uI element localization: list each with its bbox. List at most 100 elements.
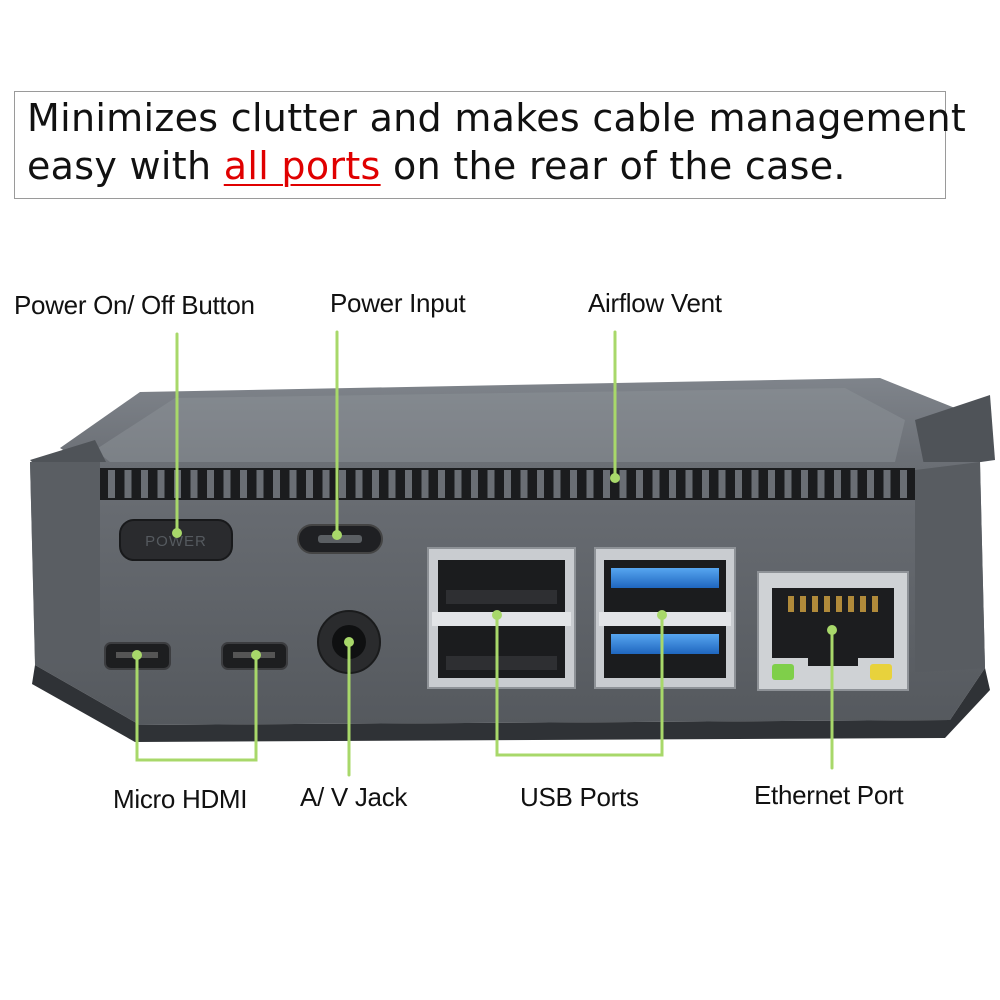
vent-fin bbox=[306, 470, 313, 498]
callout-micro-hdmi bbox=[135, 653, 258, 762]
callout-dot-power-button bbox=[172, 528, 182, 538]
vent-fin bbox=[603, 470, 610, 498]
ethernet-led-yellow bbox=[870, 664, 892, 680]
callout-dots bbox=[132, 473, 837, 660]
callout-lines bbox=[135, 330, 834, 777]
case-left-panel bbox=[30, 462, 100, 660]
vent-fin bbox=[421, 470, 429, 498]
ethernet-pin bbox=[860, 596, 866, 612]
vent-fin bbox=[256, 470, 264, 498]
vent-fin bbox=[207, 470, 214, 498]
vent-fins bbox=[108, 470, 907, 498]
headline-line-2: easy with all ports on the rear of the c… bbox=[27, 144, 846, 188]
vent-fin bbox=[487, 470, 495, 498]
vent-fin bbox=[768, 470, 775, 498]
vent-fin bbox=[454, 470, 462, 498]
callout-dot-airflow-vent bbox=[610, 473, 620, 483]
vent-fin bbox=[438, 470, 445, 498]
vent-fin bbox=[108, 470, 115, 498]
label-micro-hdmi: Micro HDMI bbox=[113, 784, 248, 814]
ethernet-pin bbox=[824, 596, 830, 612]
vent-fin bbox=[504, 470, 511, 498]
vent-fin bbox=[652, 470, 660, 498]
vent-fin bbox=[157, 470, 165, 498]
vent-fin bbox=[850, 470, 858, 498]
usb3-port-bottom-tongue bbox=[611, 634, 719, 654]
usb3-port-top-tongue bbox=[611, 568, 719, 588]
vent-fin bbox=[867, 470, 874, 498]
vent-fin bbox=[834, 470, 841, 498]
vent-fin bbox=[372, 470, 379, 498]
label-usb-ports: USB Ports bbox=[520, 782, 639, 812]
vent-fin bbox=[388, 470, 396, 498]
vent-fin bbox=[537, 470, 544, 498]
usb2-port-top-tongue bbox=[446, 590, 557, 604]
label-av-jack: A/ V Jack bbox=[300, 782, 408, 812]
vent-fin bbox=[273, 470, 280, 498]
case-bottom-edge bbox=[32, 665, 990, 742]
headline-text-before: easy with bbox=[27, 144, 212, 188]
label-power-input: Power Input bbox=[330, 288, 466, 318]
label-airflow-vent: Airflow Vent bbox=[588, 288, 722, 318]
case-right-shoulder bbox=[915, 395, 995, 470]
vent-fin bbox=[900, 470, 907, 498]
ethernet-led-green bbox=[772, 664, 794, 680]
ethernet-pin bbox=[872, 596, 878, 612]
vent-fin bbox=[817, 470, 825, 498]
vent-fin bbox=[751, 470, 759, 498]
callout-dot-hdmi-1 bbox=[132, 650, 142, 660]
callout-dot-hdmi-2 bbox=[251, 650, 261, 660]
callout-dot-usb-2 bbox=[657, 610, 667, 620]
vent-fin bbox=[240, 470, 247, 498]
vent-fin bbox=[405, 470, 412, 498]
vent-fin bbox=[141, 470, 148, 498]
power-button-text: POWER bbox=[145, 533, 207, 550]
vent-fin bbox=[669, 470, 676, 498]
usb2-port-bottom bbox=[438, 626, 565, 678]
ethernet-pin bbox=[836, 596, 842, 612]
headline-line-1: Minimizes clutter and makes cable manage… bbox=[27, 96, 967, 140]
vent-fin bbox=[570, 470, 577, 498]
case-top-lid-inner bbox=[95, 388, 905, 462]
ethernet-pins bbox=[788, 596, 878, 612]
vent-fin bbox=[718, 470, 726, 498]
callout-usb-ports bbox=[495, 613, 664, 757]
vent-fin bbox=[322, 470, 330, 498]
ethernet-pin bbox=[812, 596, 818, 612]
vent-fin bbox=[685, 470, 693, 498]
vent-fin bbox=[735, 470, 742, 498]
case-right-panel bbox=[915, 462, 985, 672]
callout-dot-av-jack bbox=[344, 637, 354, 647]
vent-fin bbox=[339, 470, 346, 498]
vent-fin bbox=[190, 470, 198, 498]
vent-fin bbox=[553, 470, 561, 498]
vent-fin bbox=[883, 470, 891, 498]
vent-fin bbox=[619, 470, 627, 498]
vent-fin bbox=[520, 470, 528, 498]
usb2-port-bottom-tongue bbox=[446, 656, 557, 670]
headline-box: Minimizes clutter and makes cable manage… bbox=[14, 91, 966, 199]
usb2-divider bbox=[432, 612, 571, 626]
ethernet-pin bbox=[800, 596, 806, 612]
callout-dot-usb-1 bbox=[492, 610, 502, 620]
vent-fin bbox=[471, 470, 478, 498]
vent-fin bbox=[801, 470, 808, 498]
label-power-button: Power On/ Off Button bbox=[14, 290, 255, 320]
usb2-port-top bbox=[438, 560, 565, 612]
callout-dot-power-input bbox=[332, 530, 342, 540]
vent-fin bbox=[636, 470, 643, 498]
all-ports-link[interactable]: all ports bbox=[223, 144, 381, 188]
headline-text-after: on the rear of the case. bbox=[393, 144, 846, 188]
callout-dot-ethernet bbox=[827, 625, 837, 635]
vent-fin bbox=[702, 470, 709, 498]
vent-fin bbox=[586, 470, 594, 498]
vent-fin bbox=[784, 470, 792, 498]
vent-fin bbox=[223, 470, 231, 498]
vent-fin bbox=[355, 470, 363, 498]
ethernet-pin bbox=[788, 596, 794, 612]
label-ethernet-port: Ethernet Port bbox=[754, 780, 904, 810]
vent-fin bbox=[289, 470, 297, 498]
ethernet-pin bbox=[848, 596, 854, 612]
vent-fin bbox=[124, 470, 132, 498]
